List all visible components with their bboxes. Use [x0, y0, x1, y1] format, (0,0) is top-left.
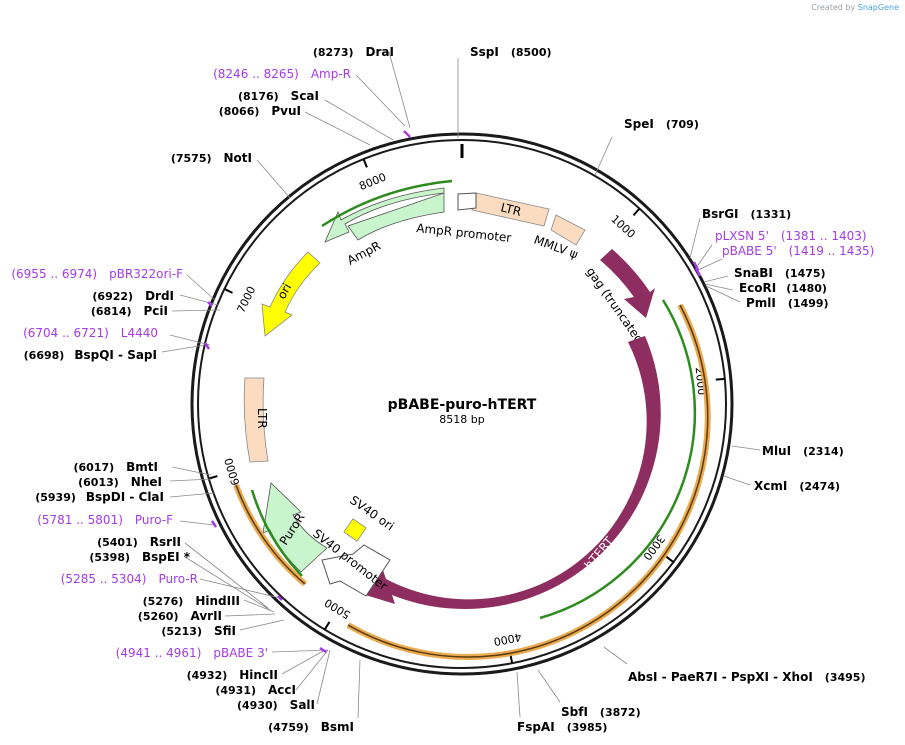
site-sbfi[interactable]: SbfI(3872): [561, 705, 641, 719]
feature-ltr-3prime[interactable]: [243, 377, 269, 463]
ruler-tick-label-7000: 7000: [235, 284, 259, 315]
orf-bar-orange-right: [346, 303, 711, 660]
site-spei[interactable]: SpeI(709): [624, 117, 699, 131]
primer-pbr322ori-f[interactable]: (6955 .. 6974)pBR322ori-F: [11, 267, 183, 281]
feature-label-htert: hTERT: [582, 534, 617, 572]
ruler-tick-7000: [223, 288, 233, 294]
ruler-tick-label-1000: 1000: [608, 213, 637, 241]
site-labels-left: (8273)DraI (8246 .. 8265)Amp-R (8176)Sca…: [11, 45, 394, 734]
site-acci[interactable]: (4931)AccI: [215, 683, 296, 697]
feature-label-ampr: AmpR: [345, 238, 383, 267]
ruler-tick-label-4000: 4000: [492, 630, 522, 648]
site-sali[interactable]: (4930)SalI: [237, 698, 315, 712]
feature-ampr-promoter-arrow[interactable]: [457, 192, 477, 211]
orf-bar-orange-right-core: [347, 304, 709, 658]
orf-bar-orange-puro-core: [235, 484, 306, 585]
site-scai[interactable]: (8176)ScaI: [238, 89, 319, 103]
site-fspai[interactable]: FspAI(3985): [517, 720, 607, 734]
site-drdi[interactable]: (6922)DrdI: [92, 289, 174, 303]
feature-ampr-arrow[interactable]: [324, 187, 445, 243]
site-leader-lines: [161, 51, 761, 719]
site-pmli[interactable]: PmlI(1499): [746, 296, 829, 310]
site-bspdi-clai[interactable]: (5939)BspDI - ClaI: [35, 490, 164, 504]
site-bmti[interactable]: (6017)BmtI: [73, 460, 158, 474]
orf-bar-green-puro: [250, 489, 303, 577]
site-bspei[interactable]: (5398)BspEI *: [89, 550, 190, 564]
backbone-inner-ring: [197, 139, 727, 669]
feature-sv40-ori[interactable]: [343, 518, 367, 542]
feature-htert-arrow[interactable]: [362, 336, 661, 610]
feature-sv40-promoter-arrow[interactable]: [321, 544, 391, 597]
ruler-tick-1000: [632, 207, 641, 216]
backbone: [190, 132, 734, 676]
feature-label-ltr-3prime: LTR: [255, 408, 269, 429]
feature-mmlv-psi[interactable]: [550, 214, 586, 246]
primer-l4440[interactable]: (6704 .. 6721)L4440: [23, 326, 158, 340]
ruler-tick-3000: [665, 555, 675, 563]
backbone-outer-ring: [190, 132, 734, 676]
feature-gag-arrow[interactable]: [600, 249, 655, 318]
primer-amp-r[interactable]: (8246 .. 8265)Amp-R: [213, 67, 351, 81]
feature-label-ltr-5prime: LTR: [499, 200, 522, 219]
credit-prefix: Created by: [811, 3, 856, 12]
feature-ori-arrow[interactable]: [261, 251, 321, 337]
ruler-tick-label-6000: 6000: [222, 456, 242, 487]
site-avrii[interactable]: (5260)AvrII: [138, 609, 222, 623]
site-absi-xhoi[interactable]: AbsI - PaeR7I - PspXI - XhoI(3495): [628, 670, 865, 684]
ruler-tick-6000: [208, 475, 218, 480]
primer-marks: [203, 130, 702, 654]
ruler-tick-8000: [362, 158, 368, 168]
primer-pbabe-3prime[interactable]: (4941 .. 4961)pBABE 3': [116, 646, 268, 660]
site-sfii[interactable]: (5213)SfiI: [161, 624, 236, 638]
site-nhei[interactable]: (6013)NheI: [78, 475, 162, 489]
snapgene-logo-text: SnapGene: [857, 3, 899, 12]
site-hindiii[interactable]: (5276)HindIII: [143, 594, 240, 608]
primer-pbabe-5prime[interactable]: pBABE 5'(1419 .. 1435): [722, 244, 874, 258]
site-xcmi[interactable]: XcmI(2474): [754, 479, 840, 493]
primer-puro-f[interactable]: (5781 .. 5801)Puro-F: [37, 513, 173, 527]
ruler-tick-label-8000: 8000: [357, 171, 388, 194]
orf-bar-green-right: [539, 299, 697, 620]
primer-plxsn-5prime[interactable]: pLXSN 5'(1381 .. 1403): [715, 229, 867, 243]
site-bsrgi[interactable]: BsrGI(1331): [702, 207, 791, 221]
primer-puro-r[interactable]: (5285 .. 5304)Puro-R: [61, 572, 198, 586]
site-rsrii[interactable]: (5401)RsrII: [97, 535, 181, 549]
feature-label-ori: ori: [274, 281, 294, 302]
site-pcii[interactable]: (6814)PciI: [91, 304, 168, 318]
site-mlui[interactable]: MluI(2314): [762, 444, 844, 458]
site-labels-right: SspI(8500) SpeI(709) BsrGI(1331) pLXSN 5…: [470, 45, 874, 734]
site-bsmi[interactable]: (4759)BsmI: [268, 720, 354, 734]
ruler-tick-5000: [323, 621, 331, 631]
site-snabi[interactable]: SnaBI(1475): [734, 266, 826, 280]
site-hincii[interactable]: (4932)HincII: [187, 668, 278, 682]
snapgene-credit: Created by SnapGene: [811, 3, 899, 12]
plasmid-size: 8518 bp: [439, 413, 484, 426]
site-ecori[interactable]: EcoRI(1480): [739, 281, 827, 295]
feature-track: LTR MMLV ψ gag (truncated) hTERT SV40 pr…: [233, 179, 711, 660]
site-noti[interactable]: (7575)NotI: [171, 151, 252, 165]
site-sspi[interactable]: SspI(8500): [470, 45, 552, 59]
site-pvui[interactable]: (8066)PvuI: [219, 104, 301, 118]
feature-label-ampr-promoter: AmpR promoter: [416, 221, 512, 245]
site-drai[interactable]: (8273)DraI: [313, 45, 394, 59]
ruler-tick-label-5000: 5000: [322, 596, 353, 622]
orf-bar-green-ampr: [321, 179, 453, 228]
site-bspqi-sapi[interactable]: (6698)BspQI - SapI: [24, 348, 157, 362]
plasmid-name: pBABE-puro-hTERT: [388, 397, 537, 413]
ruler-tick-2000: [715, 377, 725, 381]
